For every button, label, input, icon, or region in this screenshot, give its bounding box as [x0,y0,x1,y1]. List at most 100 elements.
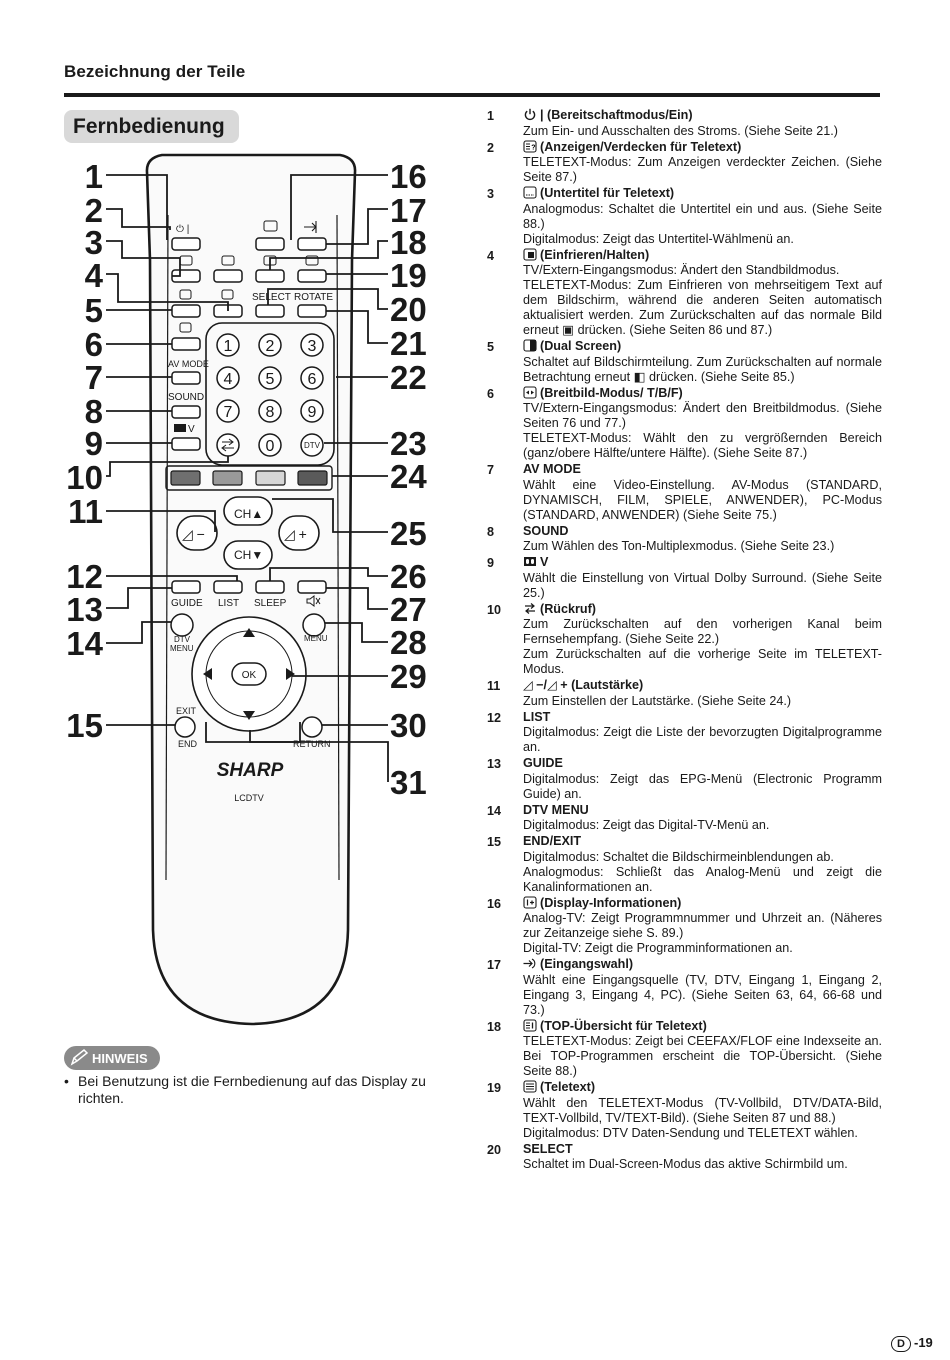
remote-side-line [165,214,169,881]
exit-label: EXIT [176,706,197,716]
digit-key[interactable] [300,366,324,390]
display-info-button[interactable] [255,237,285,251]
ok-button[interactable] [231,662,267,686]
description-text: Analog-TV: Zeigt Programmnummer und Uhrz… [523,911,882,940]
description-text: Analogmodus: Schließt das Analog-Menü un… [523,864,882,894]
red-key[interactable] [170,470,201,486]
callout-number: 27 [390,591,427,628]
teletext-icon [305,255,319,266]
dtv-menu-button[interactable] [170,613,194,637]
mute-button[interactable] [297,580,327,594]
power-button[interactable] [171,237,201,251]
description-text: Wählt die Einstellung von Virtual Dolby … [523,570,882,600]
description-text: Digitalmodus: Zeigt das Untertitel-Wählm… [523,231,794,246]
description-item: 6(Breitbild-Modus/ T/B/F)TV/Extern-Einga… [487,386,882,462]
callout-number: 25 [390,515,427,552]
description-title-text: SELECT [523,1141,573,1156]
description-text: Analogmodus: Schaltet die Untertitel ein… [523,201,882,231]
callout-numbers: 1 2 3 4 5 6 7 8 9 10 11 12 13 14 15 16 1… [66,158,427,801]
digit-key[interactable] [258,366,282,390]
wide-mode-icon [179,322,192,333]
dtv-menu-label: DTV [174,635,191,644]
volume-plus-button[interactable] [278,515,320,551]
hinweis-note: • Bei Benutzung ist die Fernbedienung au… [64,1073,464,1107]
arrow-right-icon [286,668,295,680]
list-button[interactable] [213,580,243,594]
description-text: Wählt eine Eingangsquelle (TV, DTV, Eing… [523,972,882,1017]
description-item: 5(Dual Screen)Schaltet auf Bildschirmtei… [487,339,882,385]
digit-key[interactable] [258,399,282,423]
digit-key[interactable] [258,433,282,457]
display-info-icon [523,895,537,912]
end-label: END [178,739,198,749]
callout-number: 9 [85,425,103,462]
volume-minus-button[interactable] [176,515,218,551]
description-title-text: AV MODE [523,462,581,476]
reveal-button[interactable] [213,269,243,283]
description-number: 1 [487,109,495,123]
display-info-icon [263,220,278,232]
callout-number: 16 [390,158,427,195]
blue-key[interactable] [297,470,328,486]
dtv-button[interactable] [300,433,324,457]
description-title: (Rückruf) [523,602,882,618]
description-title-text: ◿ −/◿ + (Lautstärke) [523,678,644,692]
guide-button[interactable] [171,580,201,594]
description-item: 3(Untertitel für Teletext)Analogmodus: S… [487,186,882,247]
input-icon [304,221,317,233]
input-icon [523,957,537,973]
description-title: LIST [523,710,882,726]
channel-down-button[interactable] [223,540,273,570]
hinweis-badge: HINWEIS [64,1046,160,1070]
dual-screen-button[interactable] [171,304,201,318]
return-button[interactable] [301,716,323,738]
digit-key[interactable] [216,399,240,423]
menu-button[interactable] [302,613,326,637]
description-title-text: DTV MENU [523,802,589,817]
digit-key[interactable] [300,333,324,357]
digit-key[interactable] [258,333,282,357]
description-text: Digital-TV: Zeigt die Programminformatio… [523,941,793,955]
description-text: Schaltet im Dual-Screen-Modus das aktive… [523,1157,848,1171]
callout-number: 21 [390,325,427,362]
select-button[interactable] [255,304,285,318]
sleep-button[interactable] [255,580,285,594]
green-key[interactable] [212,470,243,486]
digit-key[interactable] [216,366,240,390]
input-button[interactable] [297,237,327,251]
description-title-text: (Untertitel für Teletext) [540,186,675,200]
description-number: 2 [487,140,495,155]
top-overview-icon [523,1018,537,1035]
end-button[interactable] [174,716,196,738]
digit-key[interactable] [216,333,240,357]
dual-screen-icon [179,289,192,300]
description-number: 5 [487,340,495,354]
yellow-key[interactable] [255,470,286,486]
freeze-icon [523,247,537,264]
callout-number: 8 [85,393,103,430]
rotate-button[interactable] [297,304,327,318]
description-text: Zum Einstellen der Lautstärke. (Siehe Se… [523,693,792,708]
av-mode-button[interactable] [171,371,201,385]
description-title-text: (Teletext) [540,1080,596,1094]
callout-number: 29 [390,658,427,695]
channel-up-button[interactable] [223,496,273,526]
menu-label: MENU [304,634,328,643]
section-title: Bezeichnung der Teile [64,62,246,81]
teletext-button[interactable] [297,269,327,283]
description-text: TV/Extern-Eingangsmodus: Ändert den Brei… [523,401,882,430]
virtual-surround-button[interactable] [171,437,201,451]
description-number: 6 [487,386,495,401]
wide-mode-button[interactable] [171,337,201,351]
description-text: Schaltet auf Bildschirmteilung. Zum Zurü… [523,354,882,384]
top-overview-button[interactable] [255,269,285,283]
svg-text:5: 5 [266,371,275,388]
description-title: (Eingangswahl) [523,957,882,973]
digit-key[interactable] [300,399,324,423]
flashback-button[interactable] [216,433,240,457]
sound-button[interactable] [171,405,201,419]
power-icon [523,108,537,124]
